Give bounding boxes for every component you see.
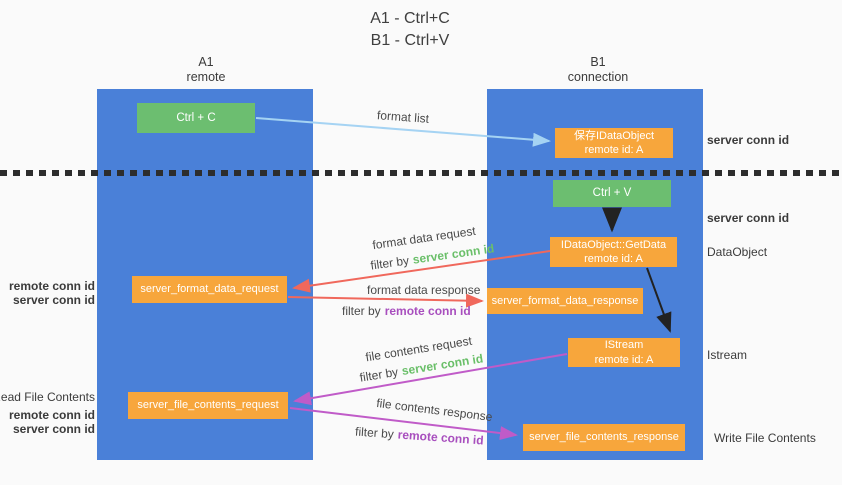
lane-header-a1: A1 remote — [146, 55, 266, 85]
server-conn-id-text: server conn id — [411, 241, 496, 267]
lane-b1-subtitle: connection — [567, 70, 629, 84]
lane-header-b1: B1 connection — [538, 55, 658, 85]
server-conn-id-side-label-1: server conn id — [12, 293, 95, 307]
lane-a1-title: A1 — [198, 55, 214, 69]
file-contents-response-edge-label: file contents response — [375, 395, 494, 425]
ctrl-c-label: Ctrl + C — [176, 111, 216, 124]
format-list-edge-label: format list — [376, 108, 430, 126]
filter-by-text: filter by — [358, 364, 400, 385]
title-line-1: A1 - Ctrl+C — [370, 10, 450, 27]
server-format-data-response-label: server_format_data_response — [491, 294, 639, 307]
write-file-contents-label: Write File Contents — [714, 431, 816, 445]
istream-side-label: Istream — [707, 348, 748, 362]
filter-by-text: filter by — [354, 424, 395, 442]
filter-by-text: filter by — [369, 253, 410, 273]
server-format-data-response-box: server_format_data_response — [487, 288, 643, 314]
remote-conn-id-text: remote conn id — [397, 427, 485, 448]
server-file-contents-request-box: server_file_contents_request — [128, 392, 288, 419]
format-data-response-arrow — [287, 293, 484, 308]
server-file-contents-response-label: server_file_contents_response — [529, 431, 679, 444]
istream-box: IStream remote id: A — [568, 338, 680, 367]
getdata-remote-id: remote id: A — [584, 253, 643, 265]
server-format-data-request-label: server_format_data_request — [140, 283, 279, 296]
server-conn-id-side-label-2: server conn id — [12, 422, 95, 436]
diagram-title: A1 - Ctrl+C B1 - Ctrl+V — [330, 8, 490, 51]
remote-conn-id-side-label-2: remote conn id — [8, 408, 95, 422]
istream-remote-id: remote id: A — [594, 353, 654, 366]
save-idataobject-label: 保存IDataObject — [573, 129, 655, 142]
ctrl-c-box: Ctrl + C — [137, 103, 255, 133]
format-data-response-edge-label: format data response — [367, 283, 481, 297]
server-file-contents-response-box: server_file_contents_response — [523, 424, 685, 451]
save-idataobject-box: 保存IDataObject remote id: A — [555, 128, 673, 158]
save-idataobject-remote-id: remote id: A — [584, 144, 644, 156]
dataobject-side-label: DataObject — [707, 245, 768, 259]
idataobject-getdata-box: IDataObject::GetData remote id: A — [550, 237, 677, 267]
server-conn-id-side-label-top: server conn id — [707, 133, 790, 147]
getdata-label: IDataObject::GetData — [560, 238, 667, 251]
read-file-contents-label: Read File Contents — [0, 390, 95, 404]
title-line-2: B1 - Ctrl+V — [370, 31, 450, 49]
lane-b1-title: B1 — [590, 55, 606, 69]
lane-a1-subtitle: remote — [186, 70, 226, 84]
remote-conn-id-side-label-1: remote conn id — [8, 279, 95, 293]
server-file-contents-request-label: server_file_contents_request — [137, 399, 279, 412]
filter-by-text: filter by — [342, 304, 381, 318]
ctrl-v-box: Ctrl + V — [553, 180, 671, 207]
dotted-separator-line — [0, 170, 842, 176]
server-conn-id-side-label-mid: server conn id — [707, 211, 790, 225]
server-format-data-request-box: server_format_data_request — [132, 276, 287, 303]
istream-label: IStream — [604, 339, 644, 352]
remote-conn-id-text: remote conn id — [384, 304, 471, 318]
ctrl-v-label: Ctrl + V — [592, 187, 632, 200]
